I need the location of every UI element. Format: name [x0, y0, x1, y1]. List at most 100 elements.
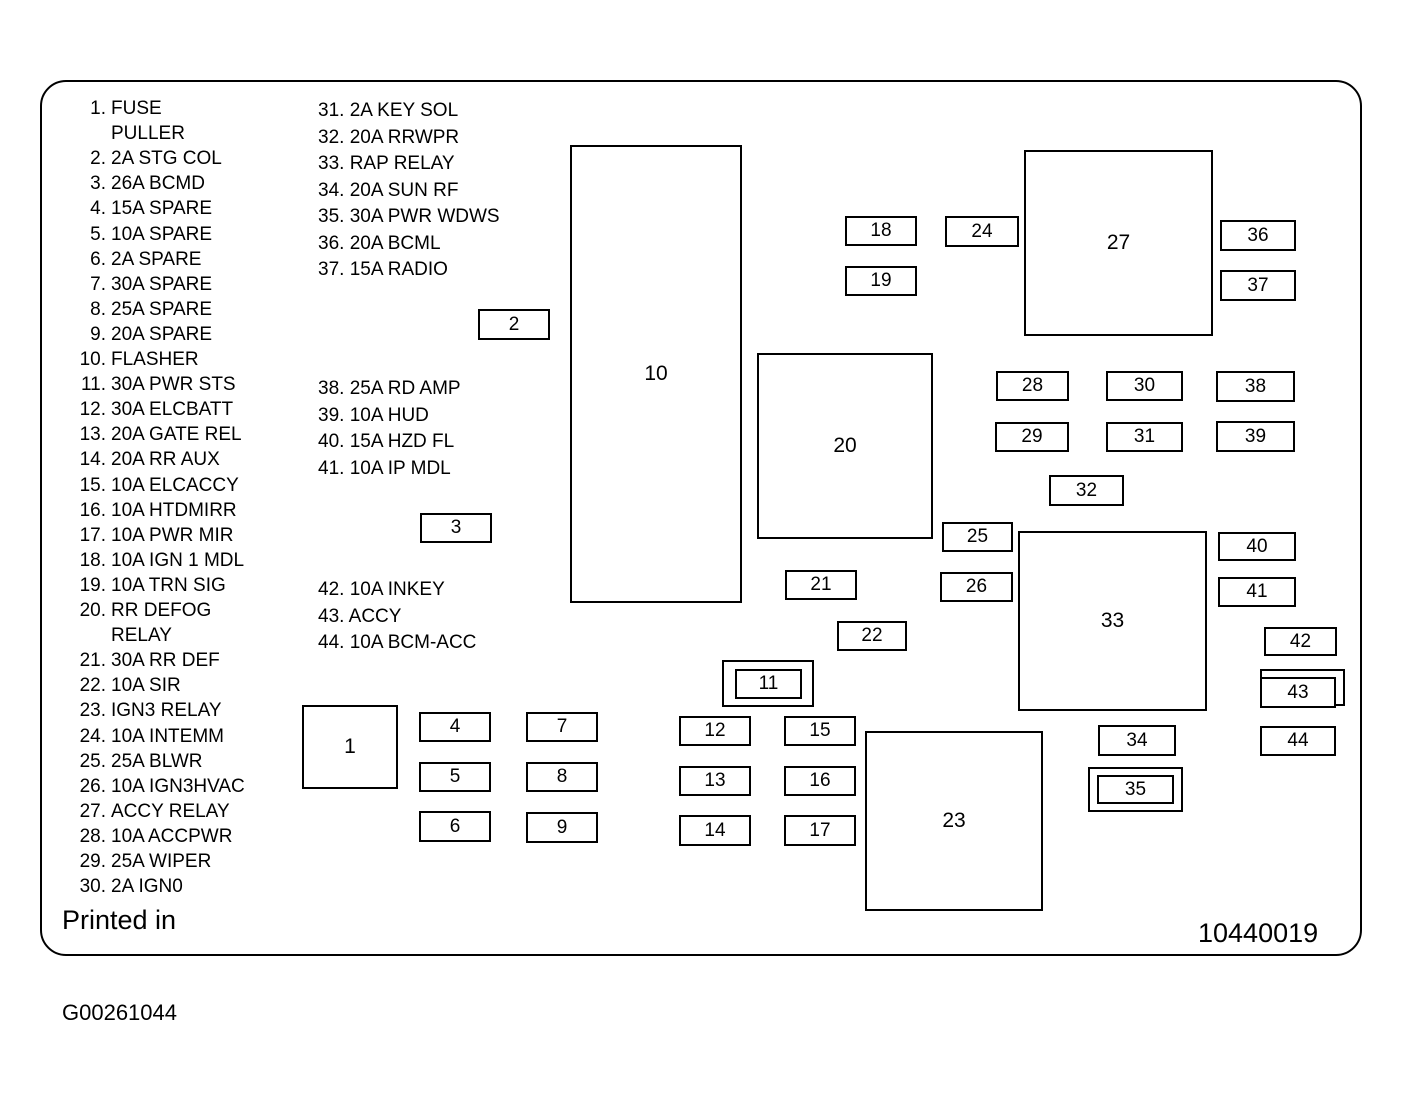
legend-label: 10A TRN SIG — [111, 574, 226, 596]
fuse-box-44: 44 — [1260, 726, 1336, 756]
fuse-box-19: 19 — [845, 266, 917, 296]
legend-number: 13. — [79, 424, 106, 446]
legend-number: 14. — [79, 449, 106, 471]
legend-label: 25A SPARE — [111, 298, 213, 320]
legend-label: 10A HTDMIRR — [111, 499, 237, 521]
fuse-box-3: 3 — [420, 513, 492, 543]
legend-entry: 32. 20A RRWPR — [318, 126, 460, 148]
legend-number: 10. — [79, 349, 106, 370]
fuse-box-26: 26 — [940, 572, 1013, 602]
fuse-box-10: 10 — [570, 145, 742, 603]
legend-entry: 41. 10A IP MDL — [318, 457, 451, 479]
legend-number: 5. — [90, 223, 106, 245]
legend-number: 29. — [79, 851, 106, 872]
fuse-box-23: 23 — [865, 731, 1043, 911]
legend-entry: 38. 25A RD AMP — [318, 378, 461, 399]
legend-label: IGN3 RELAY — [111, 700, 222, 722]
fuse-box-25: 25 — [942, 522, 1013, 552]
fuse-box-12: 12 — [679, 716, 751, 746]
legend-number: 2. — [90, 148, 106, 170]
legend-label: 25A WIPER — [111, 851, 212, 872]
legend-number: 23. — [79, 700, 106, 722]
legend-number: 17. — [79, 524, 106, 546]
legend-entry: 36. 20A BCML — [318, 232, 441, 254]
legend-number: 8. — [90, 298, 106, 320]
fuse-box-7: 7 — [526, 712, 598, 742]
legend-entry: 39. 10A HUD — [318, 404, 429, 426]
legend-number: 22. — [79, 675, 106, 697]
legend-entry: 44. 10A BCM-ACC — [318, 632, 477, 653]
legend-number: 28. — [79, 825, 106, 847]
legend-entry: 37. 15A RADIO — [318, 259, 448, 280]
fuse-holder-frame-35 — [1088, 767, 1183, 812]
legend-label: ACCY RELAY — [111, 800, 230, 822]
fuse-box-14: 14 — [679, 815, 751, 846]
legend-number: 26. — [79, 775, 106, 797]
legend-number: 27. — [79, 800, 106, 822]
legend-label: 30A RR DEF — [111, 650, 220, 672]
legend-number: 15. — [79, 474, 106, 496]
fuse-box-21: 21 — [785, 570, 857, 600]
fuse-box-1: 1 — [302, 705, 398, 789]
legend-label: 25A BLWR — [111, 750, 203, 772]
legend-label: 2A IGN0 — [111, 876, 183, 898]
fuse-box-30: 30 — [1106, 371, 1183, 401]
fuse-box-6: 6 — [419, 811, 491, 842]
fuse-box-5: 5 — [419, 762, 491, 792]
legend-label: 10A PWR MIR — [111, 524, 234, 546]
legend-number: 3. — [90, 173, 106, 195]
fuse-box-38: 38 — [1216, 371, 1295, 402]
fuse-holder-frame-11 — [722, 660, 814, 707]
legend-label: 10A IGN 1 MDL — [111, 549, 245, 571]
fuse-box-24: 24 — [945, 216, 1019, 247]
legend-entry: 35. 30A PWR WDWS — [318, 206, 500, 227]
legend-entry: 40. 15A HZD FL — [318, 431, 455, 452]
legend-entry: 31. 2A KEY SOL — [318, 100, 459, 121]
legend-number: 12. — [79, 399, 106, 421]
fuse-box-8: 8 — [526, 762, 598, 792]
fuse-box-33: 33 — [1018, 531, 1207, 711]
legend-number: 6. — [90, 248, 106, 270]
legend-label: 20A RR AUX — [111, 449, 220, 471]
legend-label: 10A INTEMM — [111, 725, 224, 747]
fuse-box-28: 28 — [996, 371, 1069, 401]
legend-label: RR DEFOG — [111, 600, 212, 621]
legend-label: PULLER — [111, 123, 185, 145]
legend-label: 30A ELCBATT — [111, 399, 234, 421]
legend-label: 20A SPARE — [111, 323, 213, 345]
legend-entry: 43. ACCY — [318, 605, 402, 627]
fuse-box-20: 20 — [757, 353, 933, 539]
fuse-box-16: 16 — [784, 766, 856, 796]
legend-label: FLASHER — [111, 349, 199, 370]
legend-label: 15A SPARE — [111, 198, 213, 220]
fuse-panel-outline — [40, 80, 1362, 956]
fuse-box-35: 35 — [1097, 775, 1174, 804]
fuse-box-15: 15 — [784, 716, 856, 746]
fuse-box-37: 37 — [1220, 270, 1296, 301]
fuse-box-11: 11 — [735, 669, 802, 699]
fuse-box-42: 42 — [1264, 627, 1337, 656]
fuse-box-29: 29 — [995, 422, 1069, 452]
legend-label: 26A BCMD — [111, 173, 205, 195]
legend-entry: 34. 20A SUN RF — [318, 179, 459, 201]
legend-number: 9. — [90, 323, 106, 345]
fuse-box-27: 27 — [1024, 150, 1213, 336]
fuse-box-13: 13 — [679, 766, 751, 796]
fuse-box-43: 43 — [1260, 677, 1336, 708]
legend-number: 20. — [79, 600, 106, 621]
legend-label: 20A GATE REL — [111, 424, 242, 446]
legend-label: 30A SPARE — [111, 273, 213, 295]
fuse-box-31: 31 — [1106, 422, 1183, 452]
fuse-box-32: 32 — [1049, 475, 1124, 506]
legend-number: 30. — [79, 876, 106, 898]
legend-label: 10A ACCPWR — [111, 825, 233, 847]
fuse-box-22: 22 — [837, 621, 907, 651]
fuse-box-34: 34 — [1098, 725, 1176, 756]
legend-label: 10A SIR — [111, 675, 181, 697]
legend-number: 19. — [79, 574, 106, 596]
fuse-box-4: 4 — [419, 712, 491, 742]
printed-in-label: Printed in — [62, 905, 177, 935]
legend-label: 30A PWR STS — [111, 374, 236, 396]
fuse-box-36: 36 — [1220, 220, 1296, 251]
legend-number: 18. — [79, 549, 106, 571]
